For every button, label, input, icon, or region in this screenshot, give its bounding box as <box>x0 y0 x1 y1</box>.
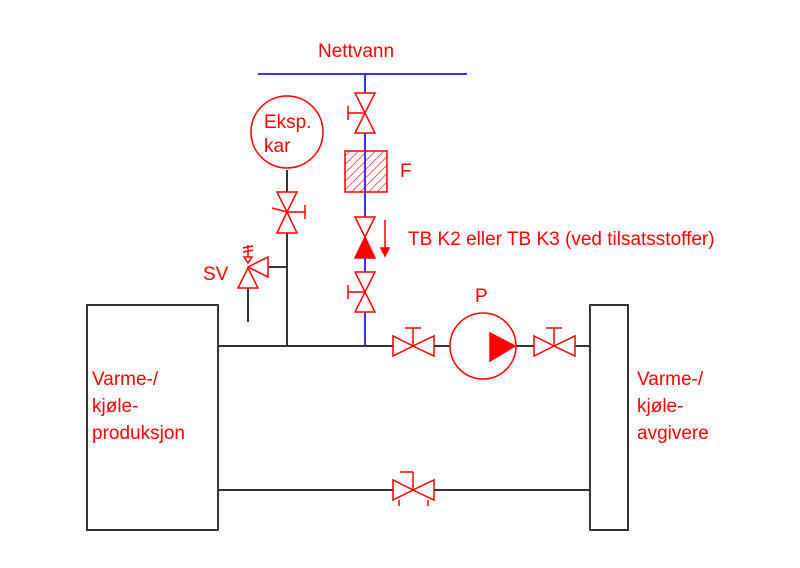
expansion-tank-icon <box>250 95 324 169</box>
consumers-label-2: kjøle- <box>637 396 684 417</box>
production-unit <box>86 304 219 531</box>
backflow-preventer-icon <box>353 216 391 259</box>
pump-inlet-valve-icon <box>392 327 435 358</box>
filter-icon <box>344 150 388 193</box>
production-label-1: Varme-/ <box>92 369 159 390</box>
expansion-label-1: Eksp. <box>264 112 312 133</box>
pump-outlet-valve-icon <box>533 327 576 358</box>
return-balancing-valve-icon <box>392 471 435 506</box>
supply-valve-lower-icon <box>347 271 377 313</box>
filter-label: F <box>400 161 412 182</box>
backflow-label: TB K2 eller TB K3 (ved tilsatsstoffer) <box>408 229 715 250</box>
expansion-valve-icon <box>271 191 306 234</box>
production-label-2: kjøle- <box>92 396 139 417</box>
production-label-3: produksjon <box>92 423 185 444</box>
consumer-unit <box>589 304 629 531</box>
consumers-label-1: Varme-/ <box>637 369 704 390</box>
pump-label: P <box>475 286 488 307</box>
supply-label: Nettvann <box>318 41 395 62</box>
safety-valve-icon <box>236 245 269 289</box>
pump-icon <box>449 312 517 380</box>
safety-valve-label: SV <box>203 264 229 285</box>
consumers-label-3: avgivere <box>637 423 709 444</box>
expansion-label-2: kar <box>264 136 291 157</box>
supply-valve-icon <box>347 92 377 134</box>
